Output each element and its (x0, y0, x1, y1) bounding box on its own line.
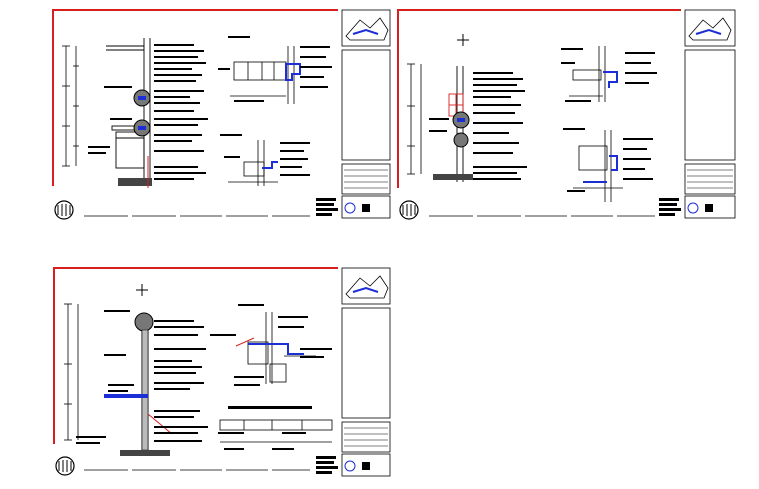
sheet-border (52, 9, 338, 186)
key-plan-icon (341, 9, 391, 47)
drawing-sheet-1[interactable] (48, 6, 393, 230)
title-block (341, 421, 391, 453)
title-block (684, 163, 736, 195)
sheet-border (397, 9, 681, 188)
sheet-2-drawing (397, 9, 736, 220)
compass-logo-icon (399, 200, 419, 220)
sheet-3-drawing (53, 267, 391, 477)
firm-logo-icon (687, 202, 699, 214)
sheet-border (53, 267, 338, 444)
sheet-1-drawing (52, 9, 391, 220)
notes-panel (684, 49, 736, 161)
drawing-sheet-3[interactable] (48, 264, 393, 484)
compass-logo-icon (54, 200, 74, 220)
compass-logo-icon (55, 456, 75, 476)
north-arrow-icon (136, 284, 148, 296)
firm-logo-icon (344, 202, 356, 214)
key-plan-icon (684, 9, 736, 47)
title-block (341, 163, 391, 195)
key-plan-icon (341, 267, 391, 305)
section-bubble-icon (134, 312, 154, 332)
north-arrow-icon (457, 34, 469, 46)
notes-panel (341, 307, 391, 419)
notes-panel (341, 49, 391, 161)
drawing-sheet-2[interactable] (393, 6, 743, 230)
firm-logo-icon (344, 460, 356, 472)
